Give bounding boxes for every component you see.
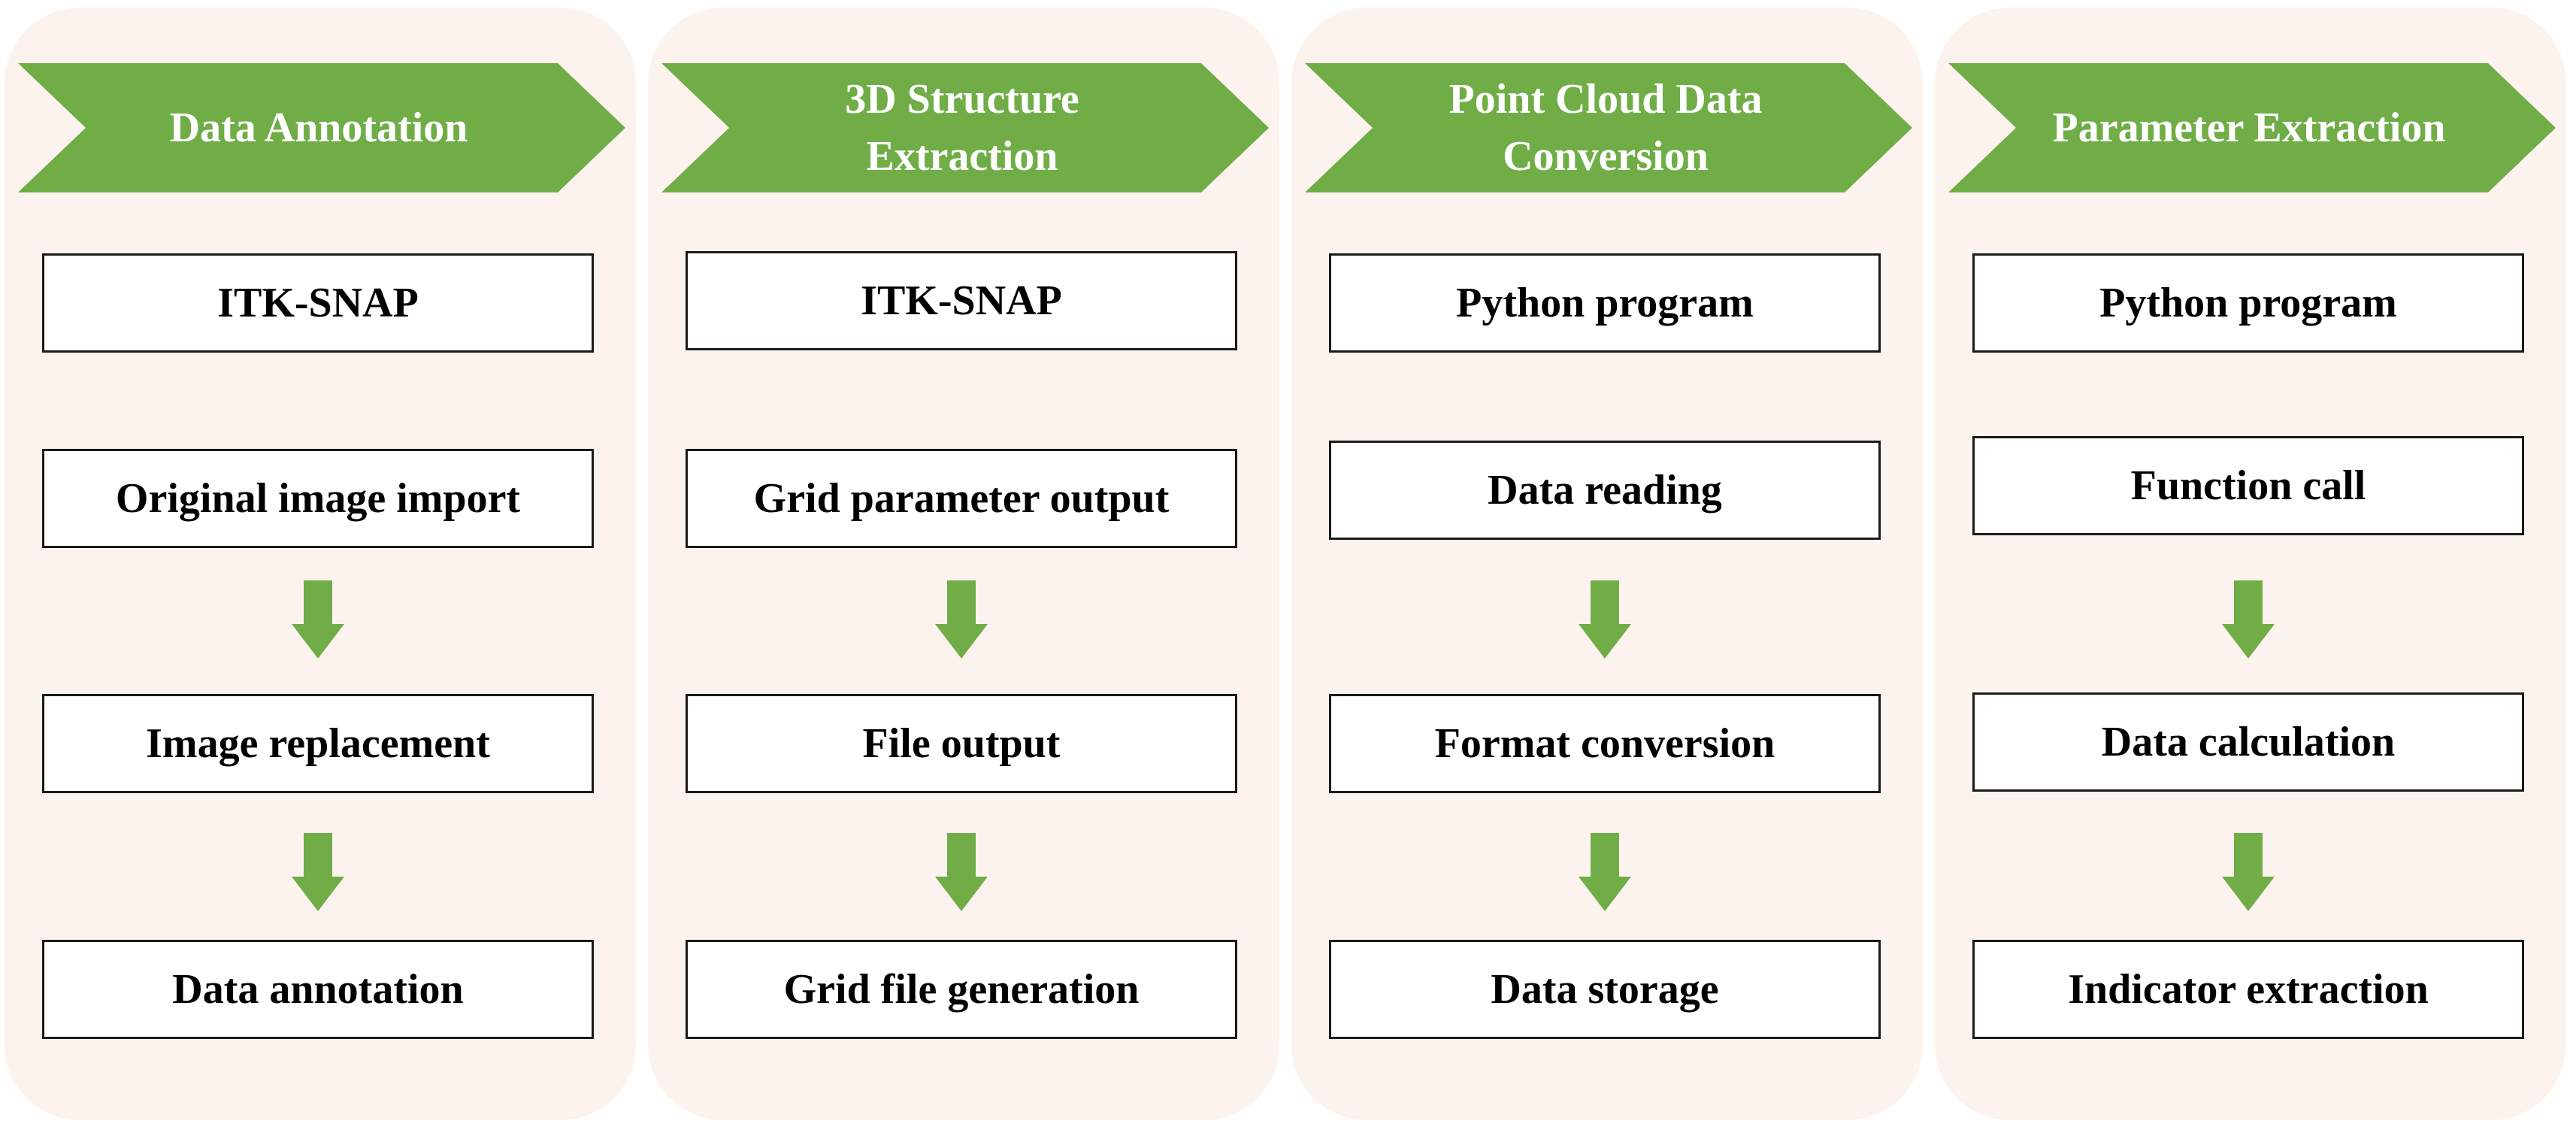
step-box: Grid parameter output [686,449,1237,548]
step-box: Format conversion [1329,694,1881,793]
down-arrow-icon [1579,833,1631,911]
stage-title: 3D Structure Extraction [845,76,1079,180]
down-arrow-icon [935,580,988,659]
down-arrow-icon [292,580,344,659]
step-box: File output [686,694,1237,793]
chevron-banner-shape [1305,63,1912,192]
step-box: Data reading [1329,441,1881,540]
chevron-banner-shape [1948,63,2556,192]
stage-title: Parameter Extraction [2052,105,2446,151]
step-box: Indicator extraction [1972,940,2524,1039]
step-box: Image replacement [42,694,594,793]
tool-box: ITK-SNAP [42,253,594,353]
stage-banner: Point Cloud Data Conversion [1305,63,1912,192]
down-arrow-icon [2222,833,2275,911]
stage-banner: Parameter Extraction [1948,63,2556,192]
step-box: Data calculation [1972,692,2524,792]
down-arrow-icon [1579,580,1631,659]
stage-panel-point-cloud-data-conversion: Point Cloud Data Conversion Python progr… [1291,8,1923,1120]
chevron-banner-shape [661,63,1269,192]
stage-banner: Data Annotation [18,63,625,192]
tool-box: ITK-SNAP [686,251,1237,350]
stage-banner: 3D Structure Extraction [661,63,1269,192]
step-box: Original image import [42,449,594,548]
step-box: Data annotation [42,940,594,1039]
stage-panel-data-annotation: Data Annotation ITK-SNAP Original image … [5,8,636,1120]
down-arrow-icon [292,833,344,911]
tool-box: Python program [1329,253,1881,353]
stage-title: Data Annotation [169,105,468,151]
stage-panel-3d-structure-extraction: 3D Structure Extraction ITK-SNAP Grid pa… [648,8,1279,1120]
stage-title: Point Cloud Data Conversion [1448,76,1763,180]
chevron-banner-shape [18,63,625,192]
down-arrow-icon [935,833,988,911]
step-box: Data storage [1329,940,1881,1039]
tool-box: Python program [1972,253,2524,353]
down-arrow-icon [2222,580,2275,659]
step-box: Grid file generation [686,940,1237,1039]
stage-panel-parameter-extraction: Parameter Extraction Python program Func… [1935,8,2566,1120]
step-box: Function call [1972,436,2524,535]
